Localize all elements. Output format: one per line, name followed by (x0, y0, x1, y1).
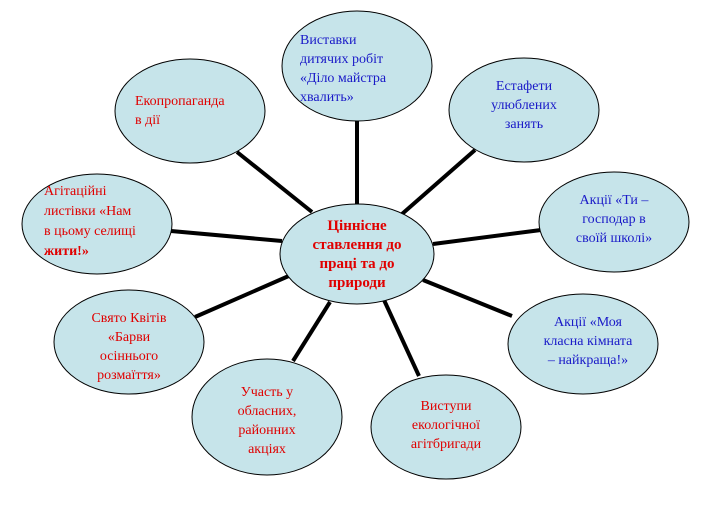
node-label-line: в цьому селищі (44, 224, 136, 239)
node-ellipse (281, 10, 433, 122)
node-label-line: своїй школі» (576, 231, 652, 246)
nodes: Виставки дитячих робіт «Діло майстра хвалит… (21, 10, 690, 480)
node-label-line: осіннього (100, 349, 158, 364)
connector-aktsii-hospodar (432, 228, 542, 246)
node-label-line: класна кімната (544, 334, 634, 349)
node-label-line: занять (505, 117, 543, 132)
node-vystavky: Виставки дитячих робіт «Діло майстра хвалит… (281, 10, 433, 122)
node-ellipse (114, 58, 266, 164)
connector-aktsii-klasna (422, 278, 513, 318)
node-label-line: Естафети (496, 79, 553, 94)
node-ellipse (538, 171, 690, 273)
connector-uchast (291, 300, 332, 363)
node-uchast: Участь у обласних, районних акціях (191, 358, 343, 476)
node-label-line: Участь у (241, 385, 293, 400)
node-label-line: Акції «Ти – (580, 193, 650, 208)
node-label-line: Акції «Моя (554, 315, 623, 330)
center-node: Ціннісне ставлення до праці та до природи (279, 203, 435, 305)
node-label-line: листівки «Нам (44, 204, 131, 219)
center-label-line: ставлення до (313, 237, 402, 253)
node-label-line: Екопропаганда (135, 94, 225, 109)
center-ellipse (279, 203, 435, 305)
node-label-line: Агітаційні (44, 184, 107, 199)
connector-estafety (400, 148, 477, 216)
node-label-line: Виставки (300, 33, 357, 48)
node-label-line: «Барви (108, 330, 151, 345)
connector-sviato (194, 273, 292, 319)
node-ahitatsiini: Агітаційні листівки «Нам в цьому селищі жит… (21, 173, 173, 275)
node-label-line: жити!» (44, 244, 89, 259)
connector-ahitatsiini (170, 229, 283, 243)
connectors (170, 121, 542, 377)
node-vystupy: Виступи екологічної агітбригади (370, 374, 522, 480)
node-ellipse (191, 358, 343, 476)
node-label-line: господар в (582, 212, 646, 227)
node-label-line: «Діло майстра (300, 71, 387, 86)
node-ellipse (507, 293, 659, 395)
node-ellipse (21, 173, 173, 275)
node-ellipse (448, 57, 600, 163)
node-label-line: улюблених (491, 98, 557, 113)
node-ellipse (53, 289, 205, 395)
node-label-line: розмаїття» (97, 368, 161, 383)
connector-vystupy (382, 299, 421, 377)
node-aktsii-klasna: Акції «Моя класна кімната – найкраща!» (507, 293, 659, 395)
node-label-line: районних (238, 423, 295, 438)
center-label-line: природи (328, 275, 386, 291)
node-label-line: агітбригади (411, 437, 482, 452)
connector-ekopropahanda (235, 150, 314, 214)
node-label-line: Свято Квітів (91, 311, 166, 326)
node-ekopropahanda: Екопропаганда в дії (114, 58, 266, 164)
node-label-line: екологічної (412, 418, 480, 433)
node-label-line: – найкраща!» (547, 353, 628, 368)
node-label-line: в дії (135, 113, 160, 128)
center-label-line: Ціннісне (327, 218, 387, 234)
node-label-line: дитячих робіт (300, 52, 383, 67)
node-label-line: хвалить» (300, 90, 354, 105)
node-sviato: Свято Квітів «Барви осіннього розмаїття» (53, 289, 205, 395)
node-aktsii-hospodar: Акції «Ти – господар в своїй школі» (538, 171, 690, 273)
node-label-line: Виступи (421, 399, 472, 414)
node-estafety: Естафети улюблених занять (448, 57, 600, 163)
node-label-line: обласних, (238, 404, 297, 419)
node-label-line: акціях (248, 442, 286, 457)
center-label-line: праці та до (320, 256, 395, 272)
node-ellipse (370, 374, 522, 480)
